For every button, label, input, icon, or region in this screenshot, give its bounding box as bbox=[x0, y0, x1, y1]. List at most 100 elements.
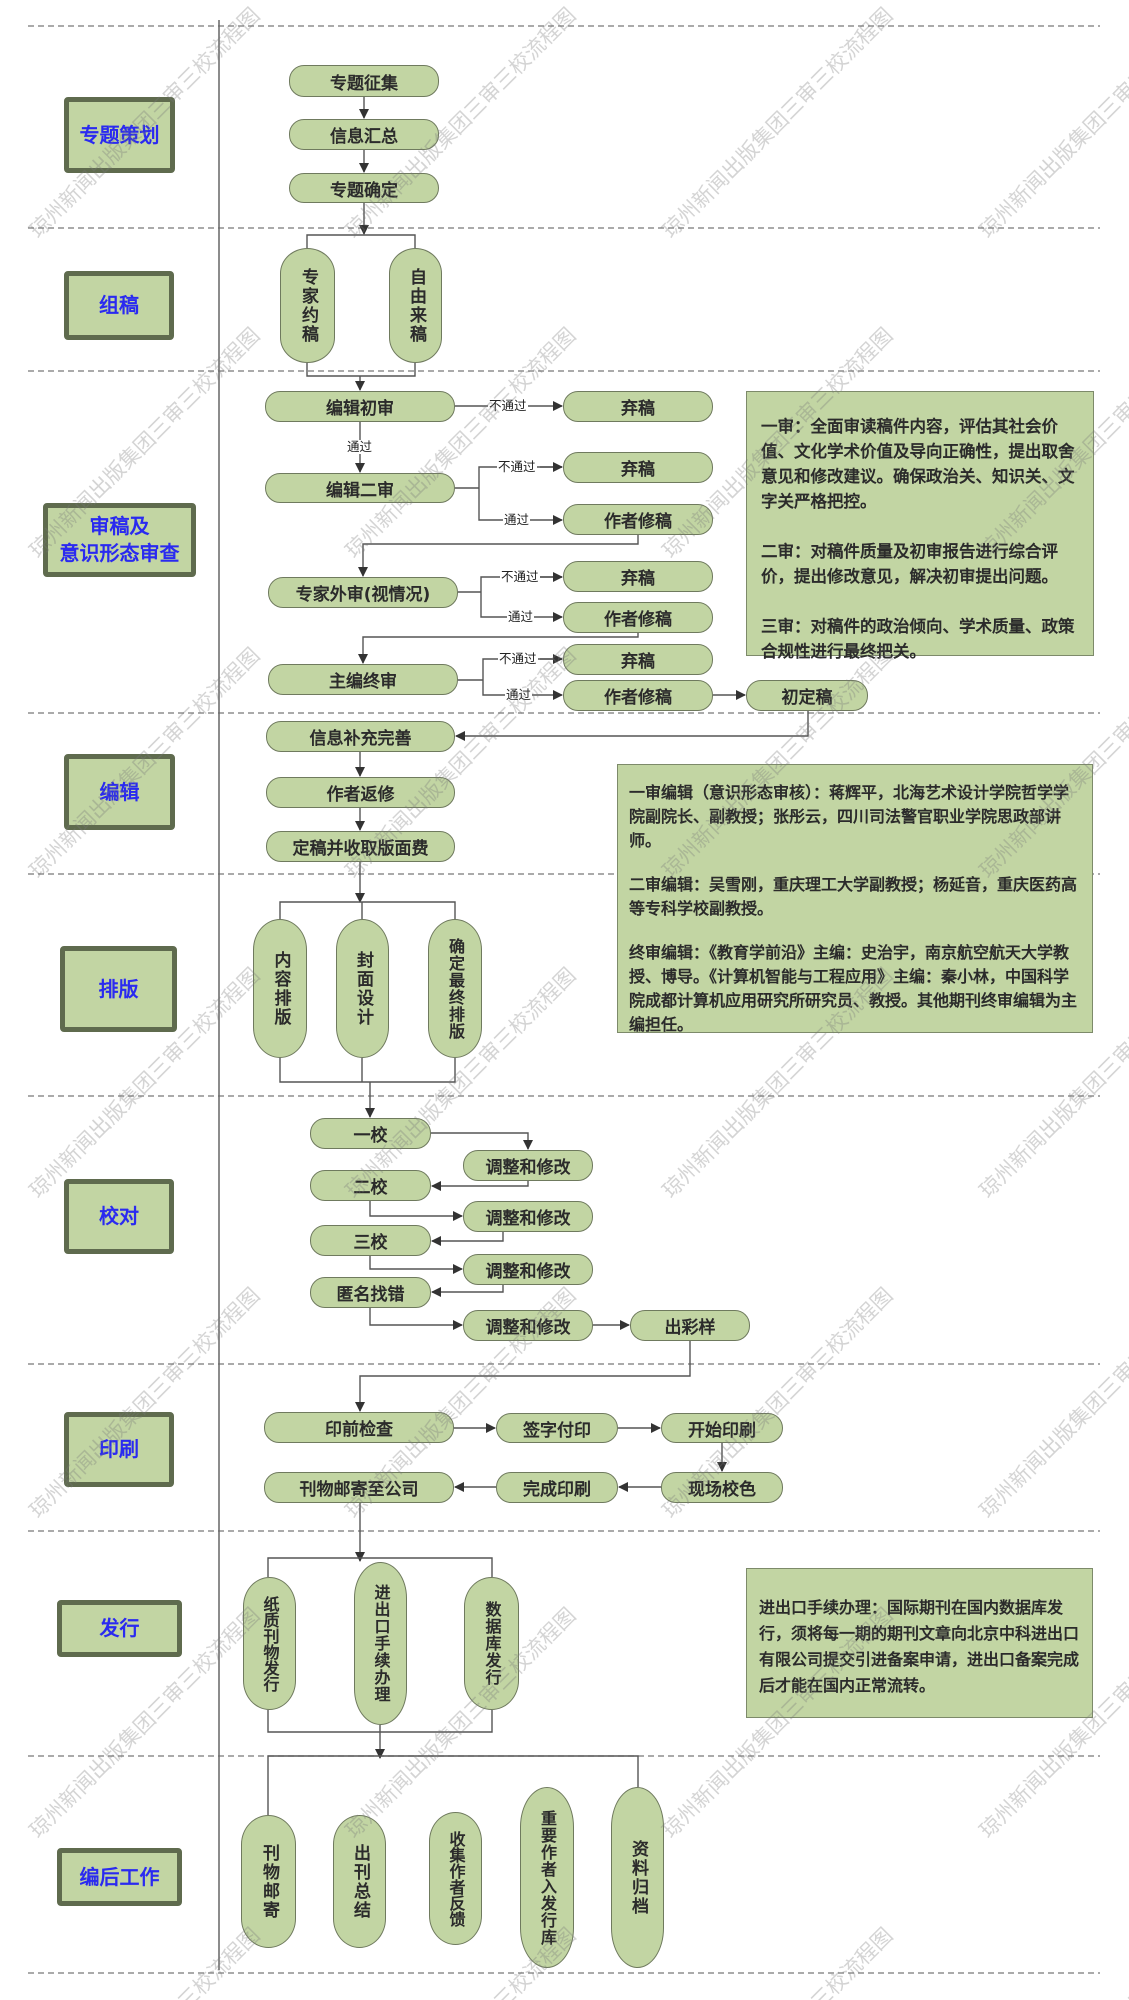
node-journal-mailing[interactable]: 刊物邮寄 bbox=[241, 1815, 296, 1948]
node-label: 进出口手续办理 bbox=[371, 1584, 391, 1703]
node-proof-3[interactable]: 三校 bbox=[310, 1225, 431, 1256]
note-paragraph: 一审：全面审读稿件内容，评估其社会价值、文化学术价值及导向正确性，提出取舍意见和… bbox=[761, 417, 1075, 511]
node-sign-off[interactable]: 签字付印 bbox=[496, 1413, 618, 1443]
node-adjust-1[interactable]: 调整和修改 bbox=[463, 1150, 593, 1181]
node-label: 编辑二审 bbox=[326, 480, 394, 501]
lane-label-text: 组稿 bbox=[99, 293, 139, 317]
lane-label-text: 编辑 bbox=[99, 779, 140, 804]
node-reject-1[interactable]: 弃稿 bbox=[563, 391, 713, 422]
node-import-export[interactable]: 进出口手续办理 bbox=[354, 1562, 407, 1725]
node-label: 调整和修改 bbox=[485, 1318, 571, 1338]
lane-label-solicit: 组稿 bbox=[64, 271, 174, 340]
watermark-text: 琼州新闻出版集团三审三校流程图 bbox=[24, 1283, 265, 1523]
lane-label-editing: 编辑 bbox=[64, 754, 175, 830]
node-cover-design[interactable]: 封面设计 bbox=[336, 919, 389, 1058]
node-label: 弃稿 bbox=[621, 460, 655, 480]
lane-label-text: 编后工作 bbox=[79, 1864, 160, 1889]
node-label: 定稿并收取版面费 bbox=[292, 839, 429, 859]
node-reject-2[interactable]: 弃稿 bbox=[563, 452, 713, 483]
lane-label-print: 印刷 bbox=[64, 1412, 174, 1487]
watermark-text: 琼州新闻出版集团三审三校流程图 bbox=[972, 1920, 1129, 2000]
node-issue-summary[interactable]: 出刊总结 bbox=[333, 1815, 386, 1948]
watermark-text: 琼州新闻出版集团三审三校流程图 bbox=[657, 3, 898, 243]
node-key-authors-database[interactable]: 重要作者入发行库 bbox=[520, 1787, 574, 1968]
edge-label-fail: 不通过 bbox=[497, 459, 537, 474]
node-label: 二校 bbox=[353, 1178, 388, 1198]
node-anonymous-check[interactable]: 匿名找错 bbox=[310, 1277, 431, 1308]
node-author-revise[interactable]: 作者返修 bbox=[266, 777, 455, 808]
node-info-summary[interactable]: 信息汇总 bbox=[289, 119, 439, 150]
node-color-sample[interactable]: 出彩样 bbox=[630, 1310, 750, 1341]
node-preliminary-draft[interactable]: 初定稿 bbox=[746, 680, 868, 711]
node-expert-invited[interactable]: 专家约稿 bbox=[280, 248, 335, 363]
watermark-text: 琼州新闻出版集团三审三校流程图 bbox=[655, 1920, 899, 2000]
node-proof-1[interactable]: 一校 bbox=[310, 1118, 431, 1149]
node-label: 弃稿 bbox=[621, 652, 655, 672]
node-info-complete[interactable]: 信息补充完善 bbox=[266, 721, 455, 752]
node-label: 开始印刷 bbox=[688, 1420, 756, 1441]
node-label: 调整和修改 bbox=[485, 1209, 571, 1229]
node-label: 作者返修 bbox=[326, 785, 395, 805]
node-free-submission[interactable]: 自由来稿 bbox=[389, 248, 442, 363]
node-onsite-color-check[interactable]: 现场校色 bbox=[661, 1472, 783, 1503]
node-reject-4[interactable]: 弃稿 bbox=[563, 644, 713, 675]
lane-label-planning: 专题策划 bbox=[64, 97, 175, 173]
watermark-text: 琼州新闻出版集团三审三校流程图 bbox=[340, 323, 581, 563]
node-label: 完成印刷 bbox=[523, 1480, 591, 1500]
node-final-layout[interactable]: 确定最终排版 bbox=[428, 919, 482, 1058]
node-label: 纸质刊物发行 bbox=[260, 1595, 280, 1692]
note-paragraph: 终审编辑：《教育学前沿》主编：史治宇，南京航空航天大学教授、博导。《计算机智能与… bbox=[629, 943, 1078, 1034]
node-label: 主编终审 bbox=[329, 672, 397, 692]
node-topic-collection[interactable]: 专题征集 bbox=[289, 65, 439, 97]
edge-label-pass: 通过 bbox=[503, 512, 531, 527]
node-label: 收集作者反馈 bbox=[446, 1830, 466, 1927]
node-label: 匿名找错 bbox=[336, 1285, 405, 1305]
node-database-distribution[interactable]: 数据库发行 bbox=[464, 1577, 519, 1710]
node-label: 弃稿 bbox=[621, 399, 655, 419]
node-label: 刊物邮寄 bbox=[259, 1843, 279, 1920]
lane-label-distribute: 发行 bbox=[57, 1600, 182, 1657]
node-start-printing[interactable]: 开始印刷 bbox=[661, 1413, 783, 1443]
node-label: 确定最终排版 bbox=[446, 937, 465, 1040]
node-revise-2[interactable]: 作者修稿 bbox=[563, 602, 713, 633]
lane-label-text: 校对 bbox=[99, 1204, 139, 1228]
node-archive[interactable]: 资料归档 bbox=[611, 1787, 664, 1968]
node-print-distribution[interactable]: 纸质刊物发行 bbox=[243, 1577, 296, 1710]
lane-label-review: 审稿及 意识形态审查 bbox=[43, 503, 196, 577]
lane-label-text: 发行 bbox=[99, 1616, 140, 1640]
node-prepress-check[interactable]: 印前检查 bbox=[264, 1412, 454, 1443]
node-expert-review[interactable]: 专家外审(视情况) bbox=[268, 577, 458, 608]
node-label: 专题征集 bbox=[330, 73, 398, 94]
node-adjust-4[interactable]: 调整和修改 bbox=[463, 1310, 593, 1341]
lane-label-text: 印刷 bbox=[99, 1437, 139, 1461]
node-final-review[interactable]: 主编终审 bbox=[268, 664, 458, 695]
node-label: 数据库发行 bbox=[482, 1601, 502, 1686]
node-label: 初定稿 bbox=[781, 688, 833, 708]
node-second-review[interactable]: 编辑二审 bbox=[265, 473, 455, 503]
node-printing-done[interactable]: 完成印刷 bbox=[496, 1472, 618, 1503]
node-label: 自由来稿 bbox=[406, 267, 426, 344]
lane-label-typeset: 排版 bbox=[60, 946, 177, 1032]
node-revise-3[interactable]: 作者修稿 bbox=[563, 680, 713, 711]
node-adjust-2[interactable]: 调整和修改 bbox=[463, 1201, 593, 1232]
node-proof-2[interactable]: 二校 bbox=[310, 1170, 431, 1201]
node-label: 调整和修改 bbox=[485, 1262, 571, 1282]
node-finalize-fee[interactable]: 定稿并收取版面费 bbox=[266, 831, 455, 862]
node-label: 一校 bbox=[353, 1126, 388, 1146]
node-revise-1[interactable]: 作者修稿 bbox=[563, 504, 713, 535]
note-paragraph: 二审：对稿件质量及初审报告进行综合评价，提出修改意见，解决初审提出问题。 bbox=[761, 542, 1058, 586]
node-adjust-3[interactable]: 调整和修改 bbox=[463, 1254, 593, 1285]
node-content-layout[interactable]: 内容排版 bbox=[253, 919, 307, 1058]
node-first-review[interactable]: 编辑初审 bbox=[265, 391, 455, 422]
watermark-text: 琼州新闻出版集团三审三校流程图 bbox=[22, 1920, 266, 2000]
node-mail-to-company[interactable]: 刊物邮寄至公司 bbox=[264, 1472, 454, 1503]
node-topic-confirmed[interactable]: 专题确定 bbox=[289, 173, 439, 203]
node-label: 专家约稿 bbox=[298, 267, 318, 344]
node-author-feedback[interactable]: 收集作者反馈 bbox=[429, 1812, 482, 1945]
node-reject-3[interactable]: 弃稿 bbox=[563, 561, 713, 592]
node-label: 出彩样 bbox=[664, 1318, 716, 1338]
node-label: 调整和修改 bbox=[485, 1158, 571, 1178]
lane-label-post: 编后工作 bbox=[57, 1848, 182, 1906]
node-label: 编辑初审 bbox=[326, 399, 394, 419]
